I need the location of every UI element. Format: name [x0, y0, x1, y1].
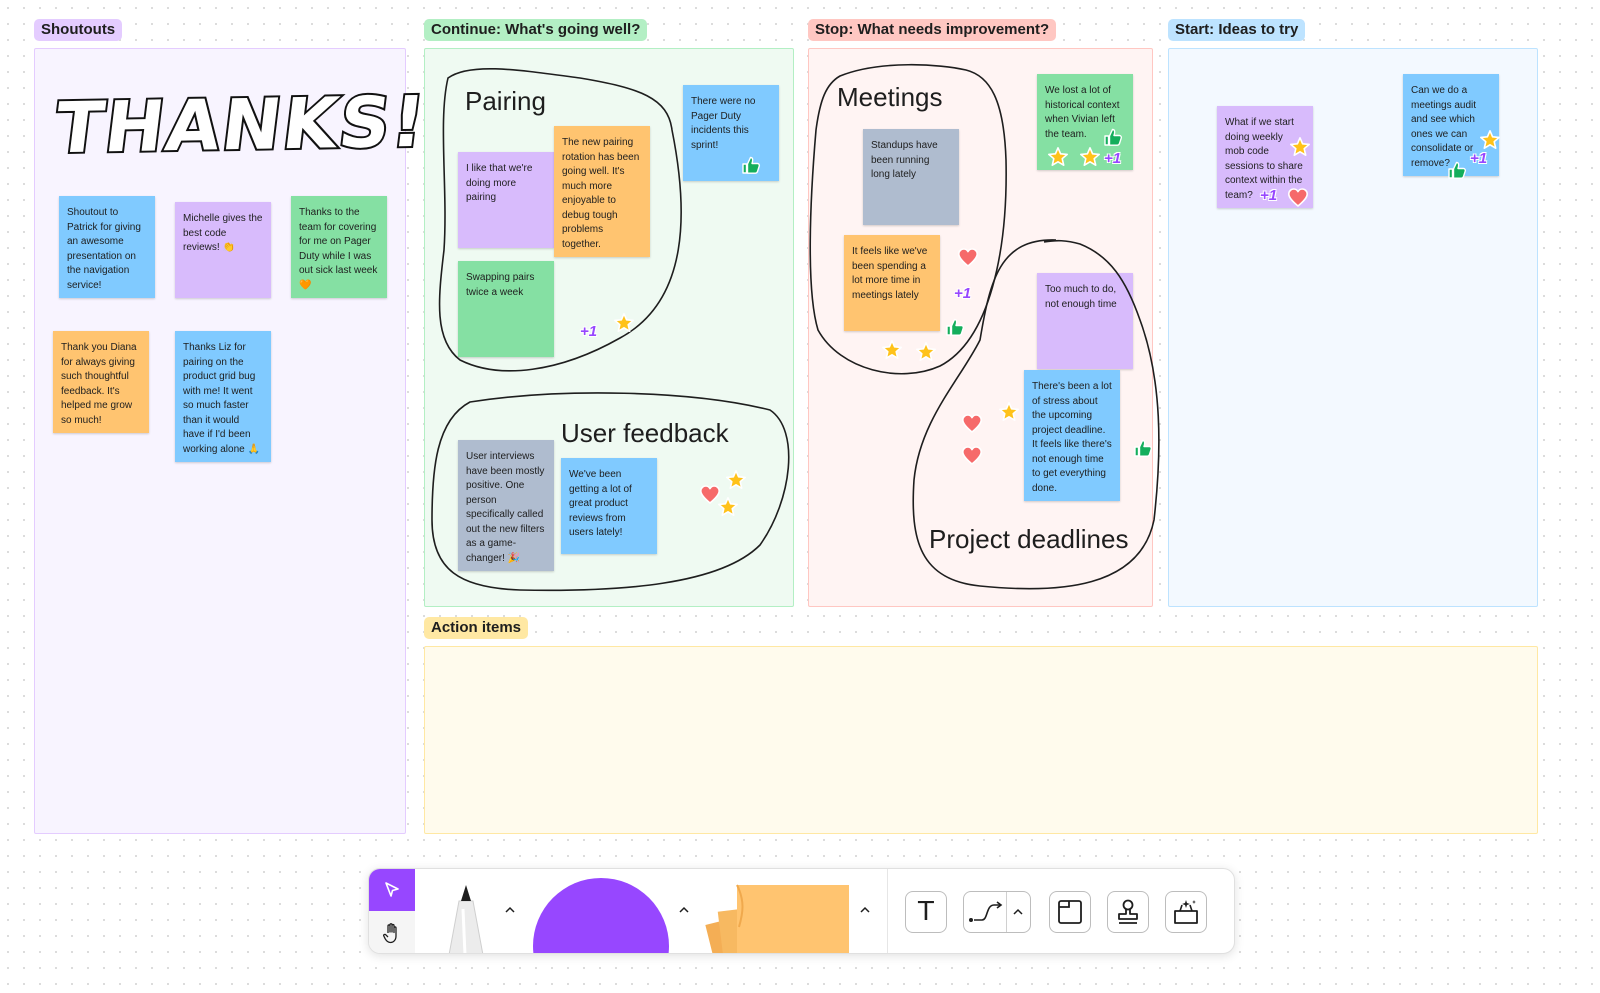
sticky-note[interactable]: User interviews have been mostly positiv… — [458, 440, 554, 571]
widgets-icon — [1174, 900, 1198, 924]
sticky-note[interactable]: Michelle gives the best code reviews! 👏 — [175, 202, 271, 298]
sticky-note[interactable]: Can we do a meetings audit and see which… — [1403, 74, 1499, 176]
stamp-icon — [1118, 899, 1138, 924]
sticky-note[interactable]: Thank you Diana for always giving such t… — [53, 331, 149, 433]
hand-tool-button[interactable] — [369, 911, 415, 953]
toolbar-divider — [887, 869, 888, 953]
sticky-note[interactable]: Thanks to the team for covering for me o… — [291, 196, 387, 298]
continue-label[interactable]: Continue: What's going well? — [424, 19, 648, 41]
pairing-title[interactable]: Pairing — [465, 86, 546, 116]
connector-tool-button[interactable] — [963, 891, 1031, 933]
start-label[interactable]: Start: Ideas to try — [1168, 19, 1306, 41]
plus-one-sticker[interactable]: +1 — [1470, 150, 1488, 167]
hand-icon — [383, 923, 397, 944]
sticky-note[interactable]: There's been a lot of stress about the u… — [1024, 370, 1120, 501]
section-icon — [1058, 900, 1082, 924]
pointer-tool-button[interactable] — [369, 869, 415, 911]
text-tool-glyph: T — [918, 897, 934, 927]
sticky-note[interactable]: Swapping pairs twice a week — [458, 261, 554, 357]
sticky-note[interactable]: We've been getting a lot of great produc… — [561, 458, 657, 554]
user-feedback-title[interactable]: User feedback — [561, 418, 729, 448]
stamp-tool-button[interactable] — [1107, 891, 1149, 933]
cursor-arrow-icon — [385, 882, 399, 897]
widgets-tool-button[interactable] — [1165, 891, 1207, 933]
plus-one-sticker[interactable]: +1 — [1260, 187, 1278, 204]
action-items-section[interactable] — [424, 646, 1538, 834]
chevron-up-icon[interactable] — [1011, 905, 1025, 919]
sticky-note[interactable]: I like that we're doing more pairing — [458, 152, 554, 248]
sticky-note[interactable]: The new pairing rotation has been going … — [554, 126, 650, 257]
bottom-toolbar: T — [368, 868, 1235, 954]
sticky-note[interactable]: Thanks Liz for pairing on the product gr… — [175, 331, 271, 462]
sticky-note[interactable]: There were no Pager Duty incidents this … — [683, 85, 779, 181]
thanks-lettering[interactable]: THANKS! — [49, 79, 434, 171]
project-deadlines-title[interactable]: Project deadlines — [929, 524, 1129, 554]
marker-tool[interactable] — [441, 883, 491, 954]
sticky-note-tool[interactable] — [705, 883, 853, 954]
section-tool-button[interactable] — [1049, 891, 1091, 933]
meetings-title[interactable]: Meetings — [837, 82, 943, 112]
plus-one-sticker[interactable]: +1 — [954, 285, 972, 302]
plus-one-sticker[interactable]: +1 — [580, 323, 598, 340]
sticky-note[interactable]: Shoutout to Patrick for giving an awesom… — [59, 196, 155, 298]
action-items-label[interactable]: Action items — [424, 617, 529, 639]
chevron-up-icon[interactable] — [503, 903, 517, 917]
shoutouts-label[interactable]: Shoutouts — [34, 19, 123, 41]
plus-one-sticker[interactable]: +1 — [1104, 150, 1122, 167]
sticky-note[interactable]: Too much to do, not enough time — [1037, 273, 1133, 369]
chevron-up-icon[interactable] — [858, 903, 872, 917]
connector-icon — [969, 901, 1003, 922]
shape-tool[interactable] — [532, 877, 670, 954]
text-tool-button[interactable]: T — [905, 891, 947, 933]
chevron-up-icon[interactable] — [677, 903, 691, 917]
sticky-note[interactable]: It feels like we've been spending a lot … — [844, 235, 940, 331]
sticky-note[interactable]: Standups have been running long lately — [863, 129, 959, 225]
stop-label[interactable]: Stop: What needs improvement? — [808, 19, 1057, 41]
